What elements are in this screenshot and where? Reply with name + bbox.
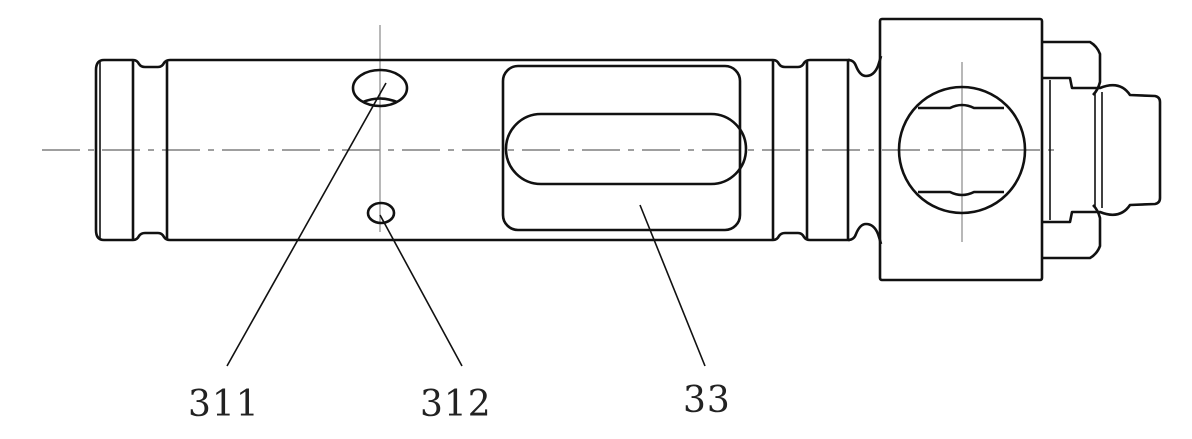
- shaft-left-end: [94, 58, 171, 242]
- end-fitting: [1042, 40, 1162, 260]
- cross-block: [878, 17, 1044, 282]
- label-33: 33: [683, 380, 731, 421]
- leader-line-312: [379, 214, 463, 367]
- hole-311: [351, 68, 409, 108]
- hole-312: [366, 201, 396, 225]
- leader-line-311: [226, 82, 387, 367]
- label-311: 311: [188, 384, 260, 425]
- slot-33: [501, 64, 748, 232]
- label-312: 312: [420, 384, 492, 425]
- shaft-body: [170, 55, 883, 245]
- leader-line-33: [639, 204, 706, 367]
